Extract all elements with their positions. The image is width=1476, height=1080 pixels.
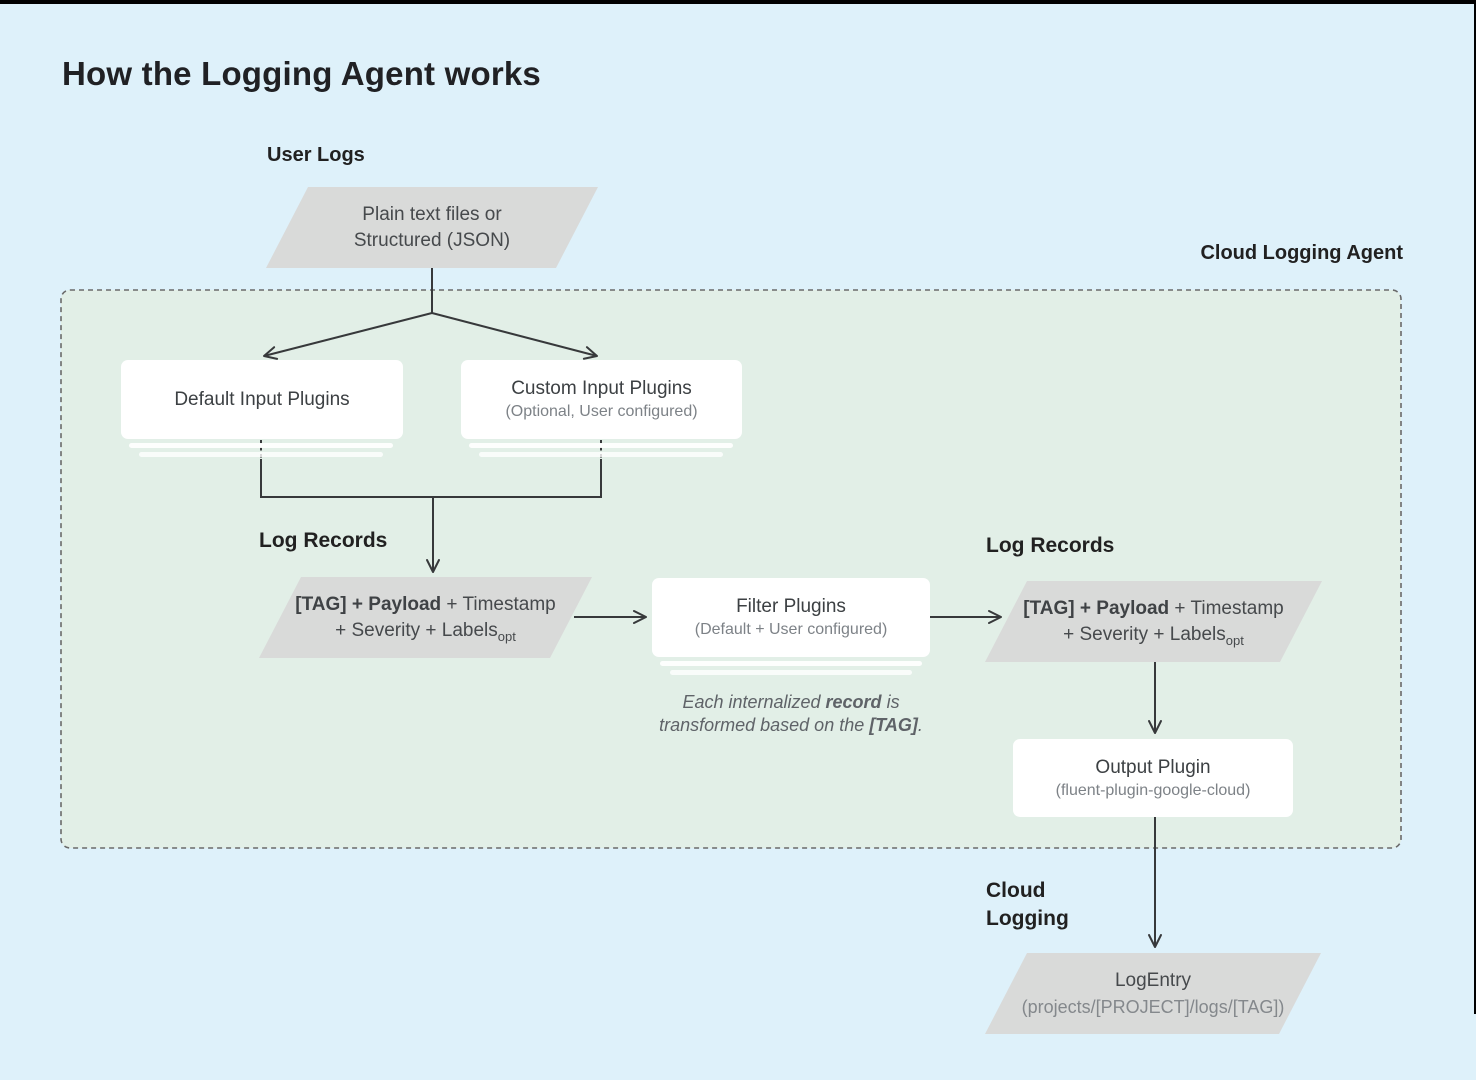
custom-input-plugins-title: Custom Input Plugins (511, 378, 692, 399)
transform-note-line1: Each internalized record is (615, 691, 967, 714)
log-record-right-line2: + Severity + Labelsopt (1063, 622, 1244, 648)
label-cloud-line1: Cloud (986, 879, 1046, 902)
note-bold-record: record (825, 692, 882, 712)
transform-note: Each internalized record is transformed … (615, 691, 967, 737)
log-entry-title: LogEntry (1114, 969, 1192, 991)
log-record-left-line1: [TAG] + Payload + Timestamp (295, 592, 555, 618)
default-input-plugins-node: Default Input Plugins (121, 360, 403, 439)
user-logs-line2: Structured (JSON) (353, 229, 511, 251)
log-record-right-opt-subscript: opt (1225, 632, 1244, 648)
log-record-left-line2: + Severity + Labelsopt (335, 618, 516, 644)
log-record-left-bold: [TAG] + Payload (295, 593, 442, 615)
parallelogram-shape (259, 577, 592, 658)
user-logs-line1: Plain text files or (362, 203, 502, 225)
note-part2: is (881, 692, 900, 712)
log-entry-shape: LogEntry (projects/[PROJECT]/logs/[TAG]) (985, 953, 1321, 1034)
log-record-right-line1: [TAG] + Payload + Timestamp (1023, 596, 1283, 622)
label-cloud-logging-agent: Cloud Logging Agent (1200, 242, 1403, 264)
parallelogram-shape (985, 953, 1321, 1034)
custom-input-stack-1 (469, 443, 733, 448)
label-log-records-right: Log Records (986, 534, 1115, 557)
log-record-right-labels: + Severity + Labels (1063, 623, 1226, 645)
default-input-stack-1 (129, 443, 393, 448)
label-user-logs: User Logs (267, 144, 365, 166)
output-plugin-subtitle: (fluent-plugin-google-cloud) (1055, 781, 1251, 799)
label-cloud-line2: Logging (986, 907, 1069, 930)
page-title: How the Logging Agent works (62, 55, 541, 92)
log-record-left-labels: + Severity + Labels (335, 619, 498, 641)
log-record-left-shape: [TAG] + Payload + Timestamp + Severity +… (259, 577, 592, 658)
log-record-right-rest: + Timestamp (1169, 597, 1284, 619)
parallelogram-shape (266, 187, 598, 268)
connector-to-custom-input (431, 312, 598, 360)
filter-plugins-stack-2 (670, 670, 912, 675)
default-input-stack-2 (139, 452, 383, 457)
label-log-records-left: Log Records (259, 529, 388, 552)
right-edge-bar (1474, 0, 1476, 1014)
note-part1: Each internalized (682, 692, 826, 712)
label-cloud-logging: Cloud Logging (986, 877, 1069, 933)
custom-input-stack-2 (479, 452, 723, 457)
note-period: . (917, 715, 923, 735)
output-plugin-node: Output Plugin (fluent-plugin-google-clou… (1013, 739, 1293, 817)
transform-note-line2: transformed based on the [TAG]. (615, 714, 967, 737)
user-logs-shape: Plain text files or Structured (JSON) (266, 187, 598, 268)
filter-plugins-subtitle: (Default + User configured) (694, 621, 888, 638)
connector-to-default-input (263, 312, 433, 360)
custom-input-plugins-subtitle: (Optional, User configured) (505, 403, 698, 420)
default-input-plugins-title: Default Input Plugins (174, 389, 350, 410)
log-record-left-rest: + Timestamp (441, 593, 556, 615)
log-entry-subtitle: (projects/[PROJECT]/logs/[TAG]) (1021, 996, 1285, 1017)
output-plugin-title: Output Plugin (1095, 756, 1211, 778)
parallelogram-shape (985, 581, 1322, 662)
top-edge-bar (0, 0, 1476, 4)
log-record-right-bold: [TAG] + Payload (1023, 597, 1170, 619)
note-part3: transformed based on the (659, 715, 870, 735)
filter-plugins-title: Filter Plugins (736, 596, 846, 617)
log-record-right-shape: [TAG] + Payload + Timestamp + Severity +… (985, 581, 1322, 662)
filter-plugins-stack-1 (660, 661, 922, 666)
note-bold-tag: [TAG] (869, 715, 918, 735)
log-record-left-opt-subscript: opt (497, 628, 516, 644)
custom-input-plugins-node: Custom Input Plugins (Optional, User con… (461, 360, 742, 439)
filter-plugins-node: Filter Plugins (Default + User configure… (652, 578, 930, 657)
connector-merge (260, 459, 602, 498)
